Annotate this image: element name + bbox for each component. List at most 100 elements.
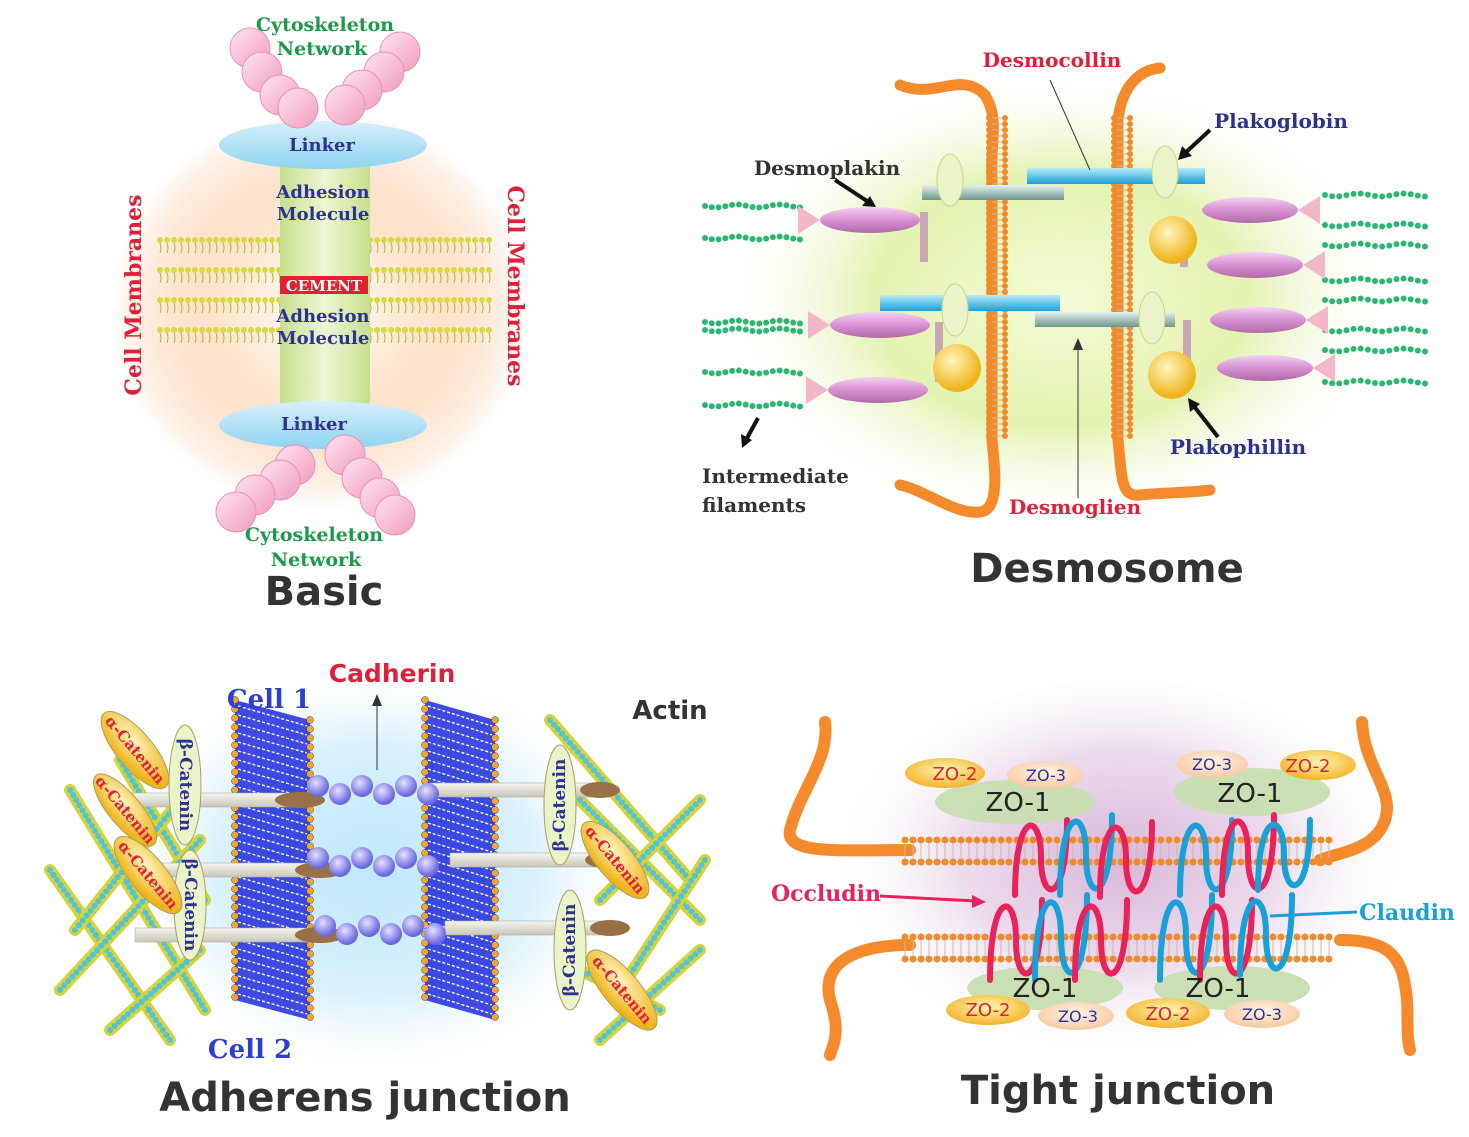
actin-bead [110,957,117,963]
lipid-tail [376,302,379,314]
tj-bead [925,933,933,941]
membrane-bead [986,361,992,367]
membrane-bead [986,397,992,403]
membrane-bead [1111,163,1117,169]
lipid-head [430,327,436,333]
desmoplakin-arrowhead [862,196,876,207]
tj-bead [901,933,909,941]
actin-bead [65,978,72,985]
filament-dot [1407,346,1414,353]
slab-lipid-row [427,957,493,979]
slab-head [491,725,499,733]
catenin-shape [553,889,587,1011]
membrane-bead [1111,241,1117,247]
lipid-tail [194,242,197,254]
filaments-arrowhead [741,434,752,448]
filament-dot [1364,276,1371,283]
slab-head [231,885,239,893]
slab-lipid-row [237,804,308,826]
membrane-bead [1127,271,1133,277]
lipid-head [451,237,457,243]
tj-bead [1141,836,1149,844]
plakophilin-ball [1148,351,1196,399]
cadherin-pointer-head [372,694,382,706]
cadherin-bead [351,847,373,869]
filament-dot [1336,348,1343,355]
filament-dot [1343,347,1350,354]
filament-dot [1379,193,1386,200]
lipid-head [269,267,275,273]
slab-lipid-row [237,984,308,1006]
tj-bead [933,836,941,844]
tight-membrane-bottom-left [822,939,916,1061]
actin-bead [110,929,117,936]
actin-bead [132,782,139,789]
lipid-tail [376,242,379,254]
filament-dot [1379,298,1386,305]
lipid-tail [481,272,484,284]
lipid-head [416,297,422,303]
lipid-head [381,297,387,303]
tj-bead [1069,836,1077,844]
membrane-bead [1111,205,1117,211]
actin-bead [579,753,585,760]
filament-dot [1350,240,1357,247]
tj-bead [997,933,1005,941]
lipid-tail [418,272,421,284]
zo-label: ZO-3 [1242,1005,1282,1024]
lipid-head [451,267,457,273]
lipid-head [402,327,408,333]
tj-bead [1325,933,1333,941]
desmosome-membrane-right [1112,62,1216,501]
slab-lipid-row [427,759,493,781]
lipid-head [213,327,219,333]
actin-bead [122,916,129,923]
actin-bead [170,971,176,977]
adhesion-bottom-line2: Molecule [277,328,370,349]
membrane-bead [986,247,992,253]
membrane-bead [1002,433,1008,439]
tj-strand [1197,897,1255,983]
lipid-head [430,297,436,303]
lipid-head [465,327,471,333]
lipid-head [192,297,198,303]
lipid-tail [208,242,211,254]
lipid-head [479,327,485,333]
filament-dot [797,328,803,335]
filament-dot [1414,242,1421,249]
lipid-head [178,267,184,273]
lipid-head [220,237,226,243]
lipid-head [178,297,184,303]
membrane-bead [986,241,992,247]
plakophilin-ball [933,344,981,392]
actin-bead [668,909,674,915]
membrane-bead [986,277,992,283]
lipid-tail [271,332,274,344]
slab-lipid-row [237,723,308,745]
cytoskeleton-top-line1: Cytoskeleton [256,14,394,36]
lipid-head [206,327,212,333]
tj-bead [1045,955,1053,963]
desmoplakin-fork [808,311,830,339]
cadherin-bead [417,783,439,805]
lipid-head [241,297,247,303]
actin-bead [135,788,142,795]
membrane-bead [1111,265,1117,271]
lipid-head [437,297,443,303]
membrane-bead [1127,361,1133,367]
filament-dot [715,204,722,211]
tj-bead [1157,858,1165,866]
membrane-bead [1127,199,1133,205]
slab-head [306,950,314,958]
tj-bead [1165,933,1173,941]
lipid-head [374,267,380,273]
actin-bead [64,892,71,898]
lipid-tail [404,242,407,254]
zo-label: ZO-1 [1013,974,1078,1004]
filament-dot [797,403,803,410]
slab-head [231,714,239,722]
lipid-tail [397,272,400,284]
slab-lipid-row [237,957,308,979]
slab-head [421,705,429,713]
